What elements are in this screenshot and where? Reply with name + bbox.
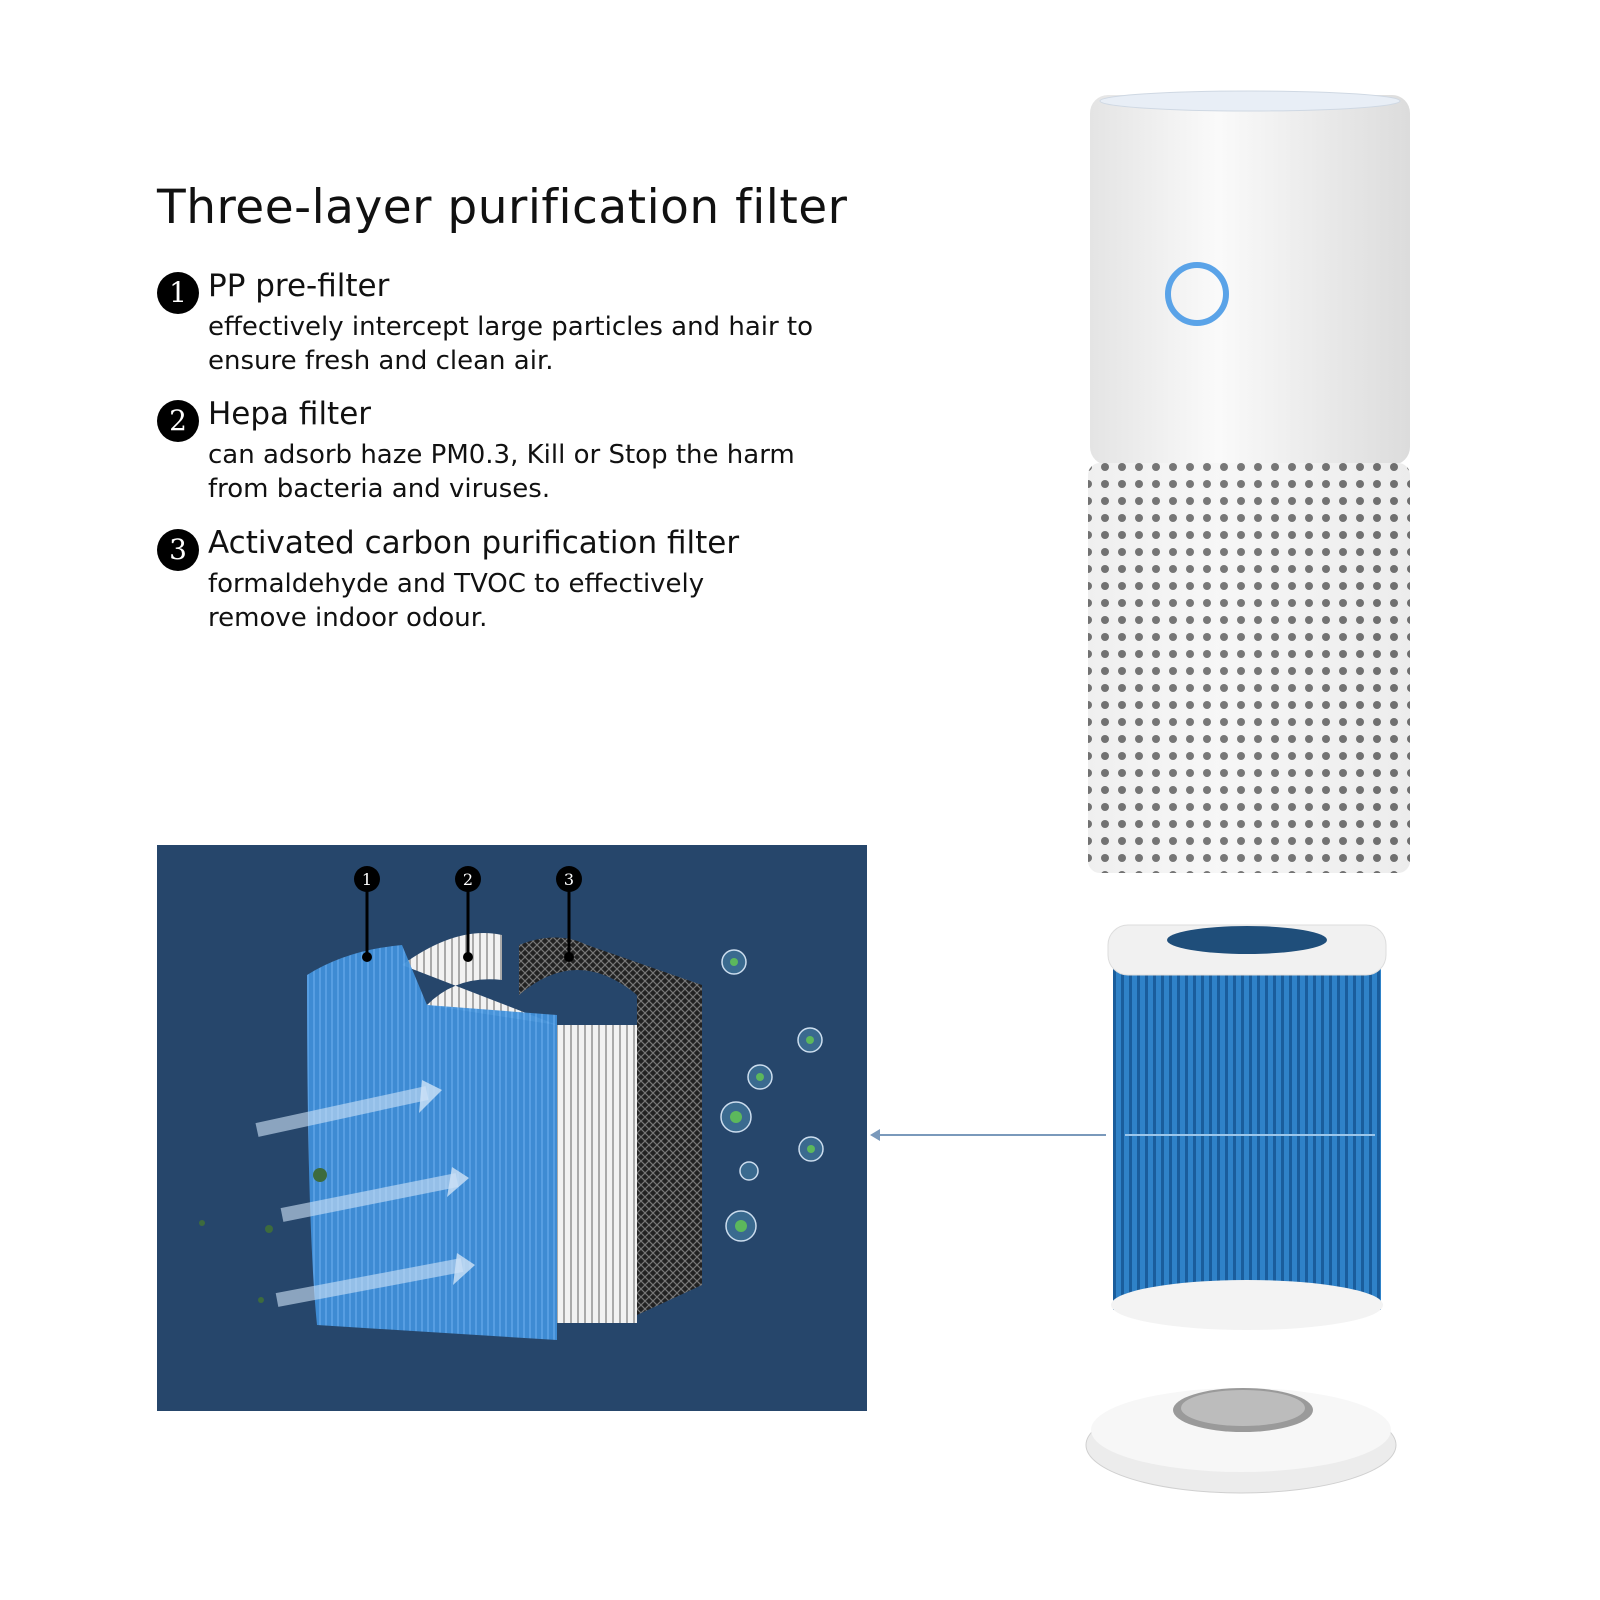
- page-title: Three-layer purification filter: [157, 180, 848, 235]
- carbon-layer: [519, 937, 702, 1315]
- pointer-arrow: [870, 1129, 1106, 1141]
- filter-heading: PP pre-filter: [208, 268, 390, 304]
- description-line: from bacteria and viruses.: [208, 474, 551, 504]
- marker-lines: [365, 880, 571, 957]
- filter-heading: Hepa filter: [208, 396, 372, 432]
- description-line: remove indoor odour.: [208, 603, 488, 633]
- airflow-arrows: [255, 1086, 464, 1307]
- power-button-icon: [1165, 262, 1229, 326]
- description-line: ensure fresh and clean air.: [208, 346, 554, 376]
- number-badge: 2: [157, 400, 199, 442]
- filter-description: can adsorb haze PM0.3, Kill or Stop the …: [208, 438, 795, 506]
- description-line: effectively intercept large particles an…: [208, 312, 814, 342]
- purifier-base-image: [1085, 1388, 1397, 1494]
- pp-layer: [307, 945, 557, 1340]
- hepa-layer: [402, 933, 637, 1323]
- marker-3: 3: [564, 870, 574, 889]
- number-badge: 1: [157, 272, 199, 314]
- description-line: can adsorb haze PM0.3, Kill or Stop the …: [208, 440, 795, 470]
- filter-cartridge-image: [1107, 924, 1387, 1330]
- air-purifier-image: [1088, 90, 1410, 873]
- description-line: formaldehyde and TVOC to effectively: [208, 569, 705, 599]
- marker-1: 1: [362, 870, 372, 889]
- filter-description: effectively intercept large particles an…: [208, 310, 813, 378]
- filter-heading: Activated carbon purification filter: [208, 525, 740, 561]
- filter-description: formaldehyde and TVOC to effectively rem…: [208, 567, 704, 635]
- purifier-top-body: [1090, 95, 1410, 465]
- number-badge: 3: [157, 529, 199, 571]
- filter-layers-diagram: 1 2 3: [157, 845, 867, 1411]
- marker-2: 2: [463, 870, 473, 889]
